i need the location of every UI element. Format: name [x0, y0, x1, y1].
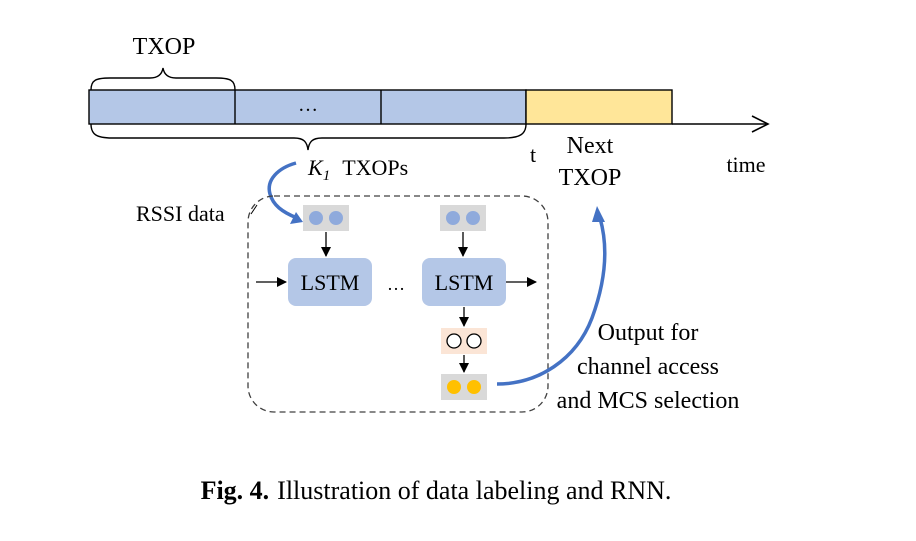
hidden-node [446, 333, 462, 349]
curved-arrow-into-rnn-head [290, 212, 303, 224]
rnn-dashed-container [247, 195, 549, 413]
output-dot [467, 380, 481, 394]
time-axis-label: time [726, 152, 765, 177]
t-marker-label: t [530, 142, 536, 167]
curved-arrow-to-next-txop-head [592, 206, 605, 222]
curved-arrow-to-next-txop [496, 217, 607, 386]
next-txop-label-line2: TXOP [559, 165, 622, 191]
past-txops-bar [88, 89, 527, 125]
timeline-ellipsis: … [298, 94, 318, 116]
lstm-between-ellipsis: … [387, 274, 405, 294]
input-dot [329, 211, 343, 225]
figure-caption: Fig. 4.Illustration of data labeling and… [201, 476, 672, 505]
output-label-line2: channel access [577, 354, 719, 380]
txop-top-brace [90, 67, 236, 91]
txop-label: TXOP [133, 34, 196, 60]
input-dot [309, 211, 323, 225]
k1-bottom-brace [90, 123, 527, 151]
next-txop-label-line1: Next [567, 133, 614, 159]
curved-arrow-into-rnn [267, 161, 298, 220]
output-dot [447, 380, 461, 394]
hidden-node [466, 333, 482, 349]
input-dot [466, 211, 480, 225]
rssi-leader-line [250, 204, 258, 215]
output-label-line1: Output for [598, 320, 699, 346]
rssi-data-label: RSSI data [136, 201, 225, 226]
input-dot [446, 211, 460, 225]
lstm-right-label: LSTM [435, 270, 494, 295]
next-txop-bar [525, 89, 673, 125]
lstm-block-right [422, 258, 506, 306]
lstm-left-label: LSTM [301, 270, 360, 295]
lstm-block-left [288, 258, 372, 306]
output-label-line3: and MCS selection [557, 388, 740, 414]
